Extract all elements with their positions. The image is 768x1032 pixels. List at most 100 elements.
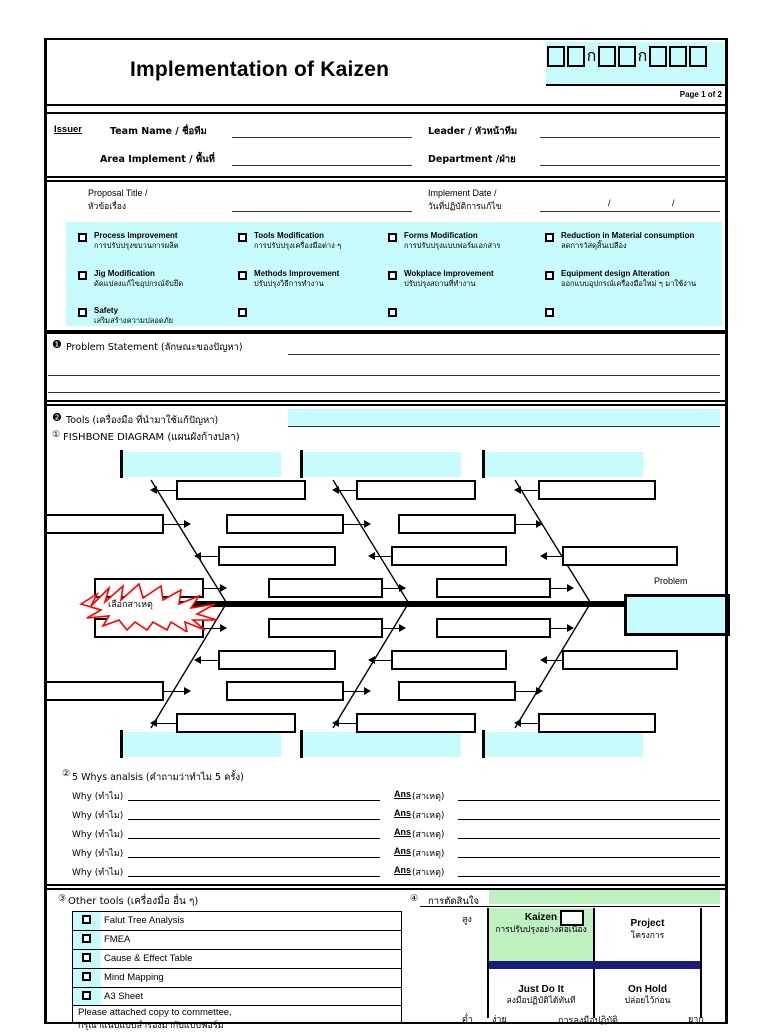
problem-statement-input-3[interactable] (48, 392, 720, 393)
checkbox-jig-modification[interactable] (78, 271, 87, 280)
fishbone-category-top-3[interactable] (485, 452, 643, 477)
cause-box[interactable] (538, 713, 656, 733)
cause-box[interactable] (218, 546, 336, 566)
cause-box[interactable] (391, 650, 507, 670)
code-cell-3[interactable] (598, 46, 616, 67)
arrow-left-icon (368, 656, 375, 664)
cause-box[interactable] (436, 578, 551, 598)
cause-box[interactable] (398, 681, 516, 701)
checkbox-forms-modification[interactable] (388, 233, 397, 242)
area-implement-input[interactable] (232, 165, 412, 166)
checkbox-blank-3[interactable] (545, 308, 554, 317)
ans-input[interactable] (458, 857, 720, 858)
department-input[interactable] (540, 165, 720, 166)
checkbox-blank-2[interactable] (388, 308, 397, 317)
cause-box[interactable] (268, 618, 383, 638)
leader-input[interactable] (540, 137, 720, 138)
cause-box[interactable] (44, 681, 164, 701)
category-label-th-3: ลดการวัสดุสิ้นเปลือง (561, 241, 627, 250)
checkbox-mind-mapping[interactable] (82, 972, 91, 981)
connector-line (372, 556, 392, 557)
fishbone-category-top-2[interactable] (303, 452, 461, 477)
matrix-cell-onhold-label[interactable]: On Hold (628, 984, 667, 995)
cause-box[interactable] (268, 578, 383, 598)
arrow-left-icon (368, 552, 375, 560)
why-label: Why (ทำไม) (72, 830, 124, 840)
cause-box[interactable] (356, 480, 476, 500)
matrix-cell-project-label-th: โครงการ (630, 931, 665, 941)
checkbox-process-improvement[interactable] (78, 233, 87, 242)
row-divider (73, 987, 401, 988)
cause-box[interactable] (391, 546, 507, 566)
form-code-cells[interactable]: กก (546, 44, 728, 84)
cause-box[interactable] (44, 514, 164, 534)
matrix-cell-kaizen-label[interactable]: Kaizen (524, 912, 558, 923)
checkbox-blank-1[interactable] (238, 308, 247, 317)
cause-box[interactable] (562, 546, 678, 566)
cause-box[interactable] (226, 514, 344, 534)
code-cell-1[interactable] (547, 46, 565, 67)
other-tool-label-0: Falut Tree Analysis (104, 915, 185, 926)
ans-input[interactable] (458, 838, 720, 839)
cause-box[interactable] (436, 618, 551, 638)
arrow-right-icon (399, 584, 406, 592)
code-cell-2[interactable] (567, 46, 585, 67)
checkbox-fault-tree-analysis[interactable] (82, 915, 91, 924)
problem-statement-input-2[interactable] (48, 375, 720, 376)
fishbone-category-bottom-2[interactable] (303, 732, 461, 757)
checkbox-safety[interactable] (78, 308, 87, 317)
checkbox-methods-improvement[interactable] (238, 271, 247, 280)
implement-date-input[interactable] (540, 211, 720, 212)
cause-box[interactable] (218, 650, 336, 670)
tools-value-field[interactable] (288, 409, 720, 426)
fishbone-category-bottom-3[interactable] (485, 732, 643, 757)
checkbox-reduction-material[interactable] (545, 233, 554, 242)
code-cell-7[interactable] (689, 46, 707, 67)
ans-input[interactable] (458, 876, 720, 877)
why-input[interactable] (128, 819, 380, 820)
checkbox-workplace-improvement[interactable] (388, 271, 397, 280)
other-tool-label-2: Cause & Effect Table (104, 953, 193, 964)
code-divider (546, 84, 728, 86)
checkbox-fmea[interactable] (82, 934, 91, 943)
cause-box[interactable] (398, 514, 516, 534)
problem-head-field[interactable] (624, 594, 730, 636)
why-input[interactable] (128, 857, 380, 858)
checkbox-equipment-design[interactable] (545, 271, 554, 280)
fishbone-category-bottom-1[interactable] (123, 732, 281, 757)
category-label-th-6: ปรับปรุงสถานที่ทำงาน (404, 279, 476, 288)
arrow-left-icon (150, 719, 157, 727)
cause-box[interactable] (176, 480, 306, 500)
proposal-title-input[interactable] (232, 211, 412, 212)
cause-box[interactable] (226, 681, 344, 701)
cause-box[interactable] (176, 713, 296, 733)
checkbox-cause-effect-table[interactable] (82, 953, 91, 962)
why-input[interactable] (128, 800, 380, 801)
select-cause-starburst (75, 580, 225, 632)
connector-line (344, 691, 368, 692)
connector-line (198, 556, 220, 557)
code-cell-5[interactable] (649, 46, 667, 67)
ans-input[interactable] (458, 819, 720, 820)
team-name-input[interactable] (232, 137, 412, 138)
cause-box[interactable] (356, 713, 476, 733)
problem-statement-input-1[interactable] (288, 354, 720, 355)
why-input[interactable] (128, 876, 380, 877)
fishbone-category-top-1[interactable] (123, 452, 281, 477)
row-divider (73, 930, 401, 931)
code-cell-4[interactable] (618, 46, 636, 67)
why-input[interactable] (128, 838, 380, 839)
checkbox-a3-sheet[interactable] (82, 991, 91, 1000)
matrix-cell-project-label[interactable]: Project (630, 918, 665, 929)
category-label-en-8: Safety (94, 306, 119, 315)
matrix-kaizen-marker-checkbox[interactable] (560, 910, 584, 926)
sub-3-number: ③ (58, 893, 67, 903)
checkbox-tools-modification[interactable] (238, 233, 247, 242)
code-cell-6[interactable] (669, 46, 687, 67)
cause-box[interactable] (562, 650, 678, 670)
category-bar-top-3 (482, 450, 485, 478)
cause-box[interactable] (538, 480, 656, 500)
connector-line (516, 691, 540, 692)
matrix-cell-justdoit-label[interactable]: Just Do It (518, 984, 564, 995)
ans-input[interactable] (458, 800, 720, 801)
